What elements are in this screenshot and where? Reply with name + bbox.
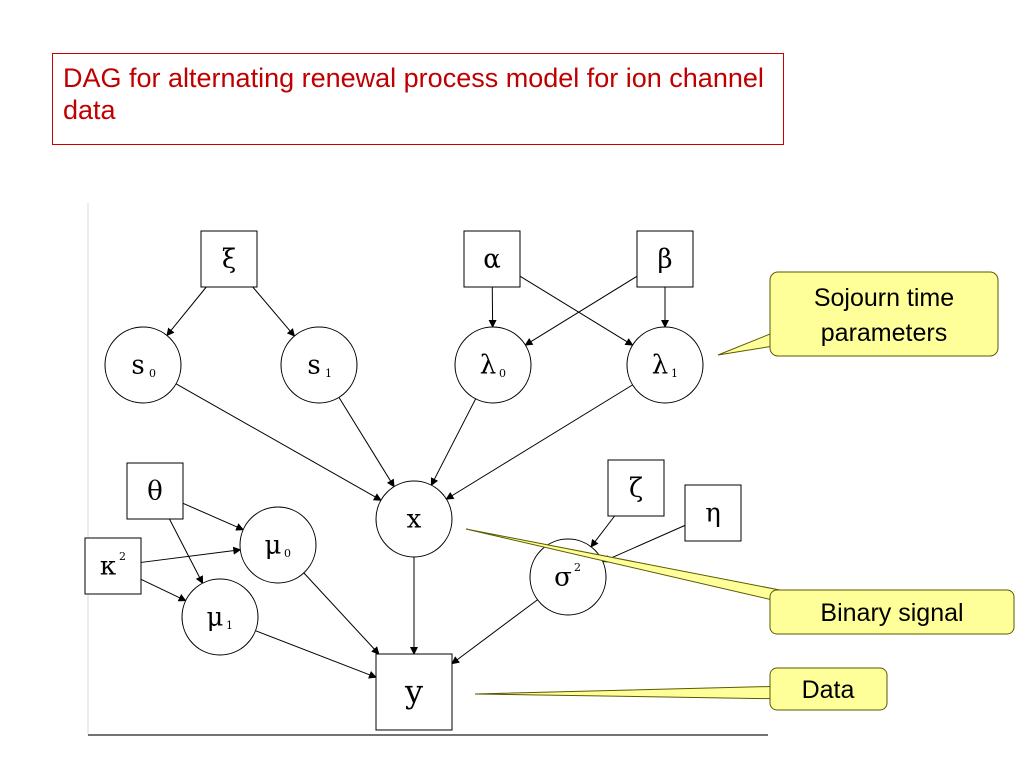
node-lambda1-subscript: 1 [671, 367, 678, 380]
node-theta: θ [126, 462, 184, 520]
edge-s1-to-x [338, 397, 395, 488]
node-kappa2-superscript: 2 [119, 550, 126, 563]
node-mu1-subscript: 1 [226, 619, 233, 632]
node-x-shape [375, 480, 453, 558]
node-s1-symbol: s [307, 351, 320, 381]
node-s0-subscript: 0 [149, 367, 156, 380]
callout-sojourn-line2: parameters [821, 319, 947, 347]
edge-xi-to-s0 [166, 286, 207, 337]
node-theta-symbol: θ [147, 477, 163, 507]
node-theta-shape [126, 462, 184, 520]
callout-sojourn-box [769, 271, 999, 357]
node-mu1-shape [181, 578, 259, 656]
node-xi-shape [200, 230, 258, 288]
node-lambda0-subscript: 0 [499, 367, 506, 380]
node-xi: ξ [200, 230, 258, 288]
edge-sigma2-to-y [451, 599, 538, 665]
node-s1-shape [280, 326, 358, 404]
callout-data: Data [474, 667, 888, 711]
node-zeta: ζ [607, 459, 665, 517]
node-x: x [375, 480, 453, 558]
node-lambda1-symbol: λ [652, 351, 668, 381]
node-beta-symbol: β [657, 245, 672, 275]
node-alpha-symbol: α [483, 245, 501, 275]
edge-xi-to-s1 [252, 286, 296, 337]
callout-sojourn-line1: Sojourn time [814, 284, 954, 312]
callout-data-box [769, 667, 888, 711]
node-xi-symbol: ξ [222, 245, 236, 275]
node-s0-shape [104, 326, 182, 404]
node-y: y [375, 653, 453, 731]
callout-binary-label: Binary signal [820, 599, 963, 627]
node-eta-shape [684, 484, 742, 542]
node-lambda0-symbol: λ [480, 351, 496, 381]
slide-title: DAG for alternating renewal process mode… [63, 63, 764, 125]
title-box: DAG for alternating renewal process mode… [52, 53, 784, 145]
node-kappa2-shape [84, 537, 142, 595]
node-y-shape [375, 653, 453, 731]
node-beta: β [636, 230, 694, 288]
edge-mu1-to-y [255, 630, 377, 679]
edge-kappa2-to-mu1 [140, 578, 187, 602]
node-mu0-subscript: 0 [284, 547, 291, 560]
node-x-symbol: x [407, 505, 422, 535]
edge-kappa2-to-mu0 [140, 546, 242, 563]
node-eta-symbol: η [705, 499, 721, 529]
node-lambda1-shape [626, 326, 704, 404]
node-sigma2-symbol: σ [554, 563, 572, 593]
callout-sojourn: Sojourn time parameters [717, 271, 999, 357]
node-s1-subscript: 1 [325, 367, 332, 380]
edge-beta-to-lambda0 [524, 275, 638, 346]
edge-theta-to-mu1 [169, 518, 204, 585]
callout-binary: Binary signal [465, 528, 1015, 635]
node-lambda0-shape [454, 326, 532, 404]
node-sigma2-superscript: 2 [574, 561, 581, 574]
edge-s0-to-x [175, 383, 382, 501]
node-eta: η [684, 484, 742, 542]
callout-data-pointer [474, 685, 791, 700]
node-sigma2-shape [529, 538, 607, 616]
node-kappa2-symbol: κ [100, 552, 116, 582]
node-s0-symbol: s [131, 351, 144, 381]
node-alpha: α [463, 230, 521, 288]
node-mu1-symbol: μ [207, 603, 224, 633]
node-mu0-shape [239, 506, 317, 584]
edge-lambda1-to-x [445, 384, 633, 500]
edge-zeta-to-sigma2 [590, 515, 616, 548]
edge-theta-to-mu0 [182, 502, 245, 531]
edge-eta-to-sigma2 [601, 524, 686, 563]
node-zeta-symbol: ζ [629, 474, 643, 504]
node-mu0-symbol: μ [265, 531, 282, 561]
node-alpha-shape [463, 230, 521, 288]
callout-data-label: Data [802, 676, 855, 704]
callout-binary-box [769, 589, 1015, 635]
node-beta-shape [636, 230, 694, 288]
node-zeta-shape [607, 459, 665, 517]
edge-alpha-to-lambda1 [519, 275, 634, 346]
node-y-symbol: y [404, 673, 423, 711]
edge-lambda0-to-x [430, 398, 477, 487]
edge-mu0-to-y [303, 572, 380, 655]
edges-group [140, 275, 686, 679]
